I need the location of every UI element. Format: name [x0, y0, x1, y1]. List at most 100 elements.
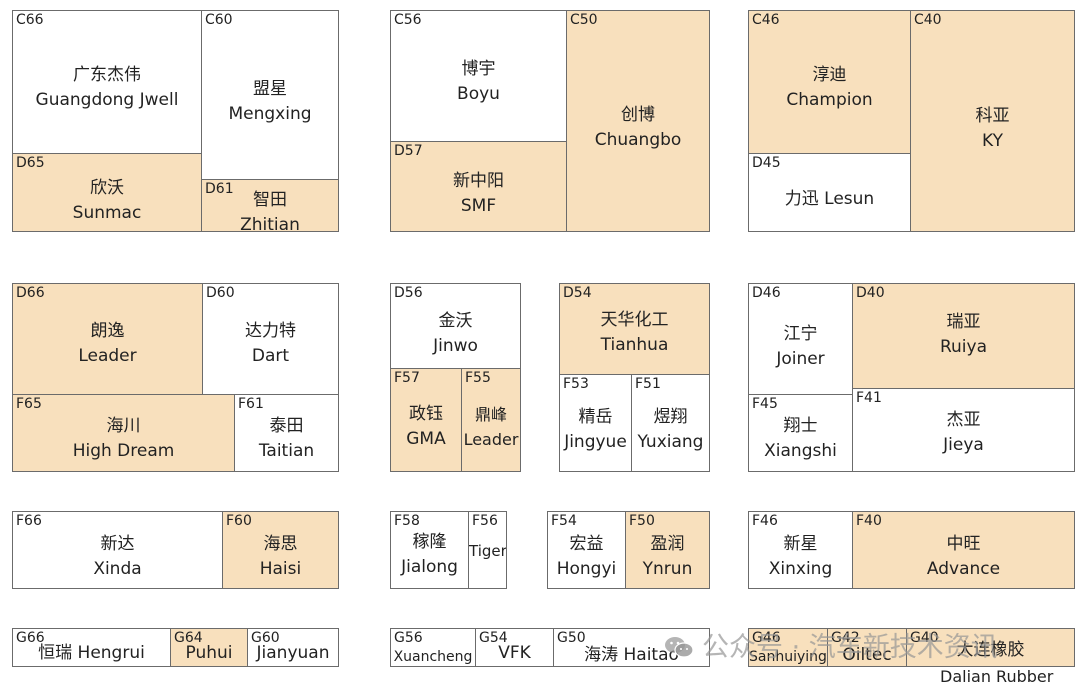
- booth-f58-line-1: 稼隆: [412, 532, 447, 552]
- booth-d56-line-2: Jinwo: [433, 336, 478, 356]
- booth-d46-line-2: Joiner: [776, 349, 825, 369]
- booth-g66-label: 恒瑞 Hengrui: [13, 641, 170, 666]
- booth-g50-label: 海涛 Haitao: [554, 643, 709, 666]
- booth-d60-line-1: 达力特: [245, 321, 296, 341]
- booth-d45-line-1: 力迅 Lesun: [784, 189, 875, 209]
- booth-g66-code: G66: [16, 630, 45, 646]
- booth-f51-line-2: Yuxiang: [637, 432, 704, 452]
- booth-f56-line-1: Tiger: [469, 542, 507, 560]
- booth-f40-line-1: 中旺: [946, 534, 981, 554]
- booth-f46-line-1: 新星: [783, 534, 818, 554]
- booth-d54-line-1: 天华化工: [600, 310, 669, 330]
- booth-f41-line-2: Jieya: [943, 435, 984, 455]
- booth-d46-code: D46: [752, 285, 781, 301]
- booth-g46-line-1: Sanhuiying: [749, 649, 827, 665]
- booth-g56-label: Xuancheng: [391, 645, 475, 666]
- booth-c60-line-2: Mengxing: [228, 104, 312, 124]
- booth-g64-label: Puhui: [171, 641, 247, 666]
- booth-f53-code: F53: [563, 376, 589, 392]
- booth-d57-code: D57: [394, 143, 423, 159]
- booth-f46-code: F46: [752, 513, 778, 529]
- booth-d66-code: D66: [16, 285, 45, 301]
- booth-d65-code: D65: [16, 155, 45, 171]
- booth-g40-label: 大连橡胶: [907, 638, 1074, 663]
- booth-d57-line-2: SMF: [460, 196, 497, 216]
- booth-d57-line-1: 新中阳: [453, 171, 504, 191]
- booth-d56-code: D56: [394, 285, 423, 301]
- booth-d60-code: D60: [206, 285, 235, 301]
- booth-g54-label: VFK: [476, 641, 553, 666]
- booth-g64-line-1: Puhui: [185, 643, 233, 663]
- booth-f54-code: F54: [551, 513, 577, 529]
- booth-c50-line-2: Chuangbo: [594, 130, 682, 150]
- booth-f60-line-1: 海思: [263, 534, 298, 554]
- booth-f66-code: F66: [16, 513, 42, 529]
- booth-g40-english-name: Dalian Rubber: [940, 667, 1054, 686]
- booth-f65-code: F65: [16, 396, 42, 412]
- booth-c40-code: C40: [914, 12, 942, 28]
- booth-d40-line-1: 瑞亚: [946, 312, 981, 332]
- booth-f41-label: 杰亚 Jieya: [853, 408, 1074, 458]
- booth-g46-code: G46: [752, 630, 781, 646]
- booth-d61-line-1: 智田: [253, 190, 287, 210]
- booth-d66-line-1: 朗逸: [90, 321, 125, 341]
- booth-c56-code: C56: [394, 12, 422, 28]
- booth-c46-line-2: Champion: [786, 90, 873, 110]
- booth-d45-label: 力迅 Lesun: [749, 187, 910, 212]
- booth-c66-line-1: 广东杰伟: [73, 65, 141, 85]
- booth-g40-line-1: 大连橡胶: [956, 640, 1025, 660]
- watermark: 公众号 · 汽车新技术资讯: [664, 632, 998, 664]
- booth-f50-line-1: 盈润: [650, 534, 685, 554]
- booth-g60-line-1: Jianyuan: [256, 643, 330, 663]
- booth-g46-label: Sanhuiying: [749, 645, 827, 666]
- booth-d56-line-1: 金沃: [438, 311, 473, 331]
- booth-f53-line-2: Jingyue: [564, 432, 627, 452]
- booth-f57-code: F57: [394, 370, 420, 386]
- booth-f41-line-1: 杰亚: [946, 410, 981, 430]
- booth-d54-code: D54: [563, 285, 592, 301]
- booth-g42-line-1: Oiltec: [842, 645, 892, 665]
- booth-c46-code: C46: [752, 12, 780, 28]
- booth-f41-code: F41: [856, 390, 882, 406]
- booth-f56-label: Tiger: [469, 539, 506, 564]
- booth-f57-line-1: 政钰: [409, 404, 443, 424]
- booth-d57: D57 新中阳 SMF: [390, 141, 567, 232]
